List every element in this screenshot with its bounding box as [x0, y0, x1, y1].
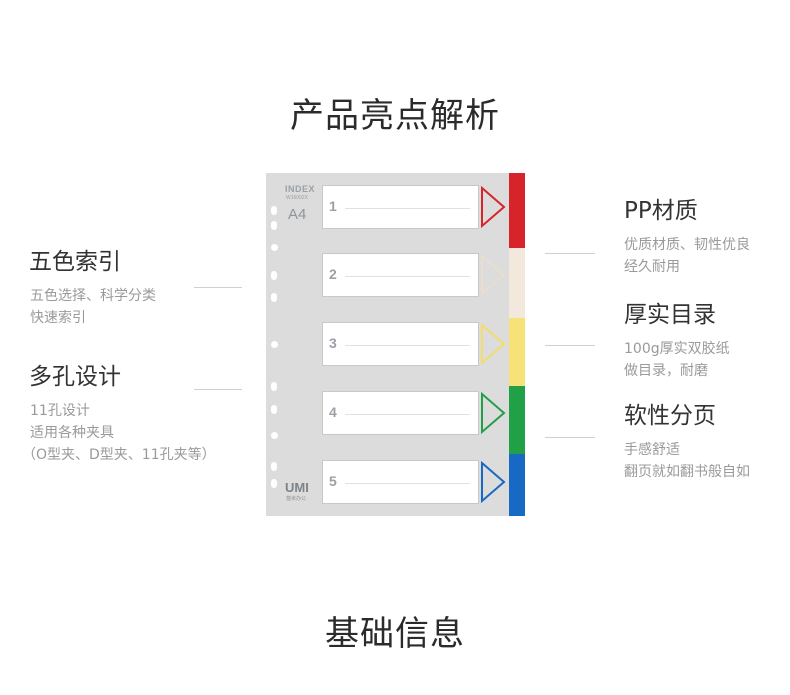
tab-arrow-yellow-shape — [481, 322, 506, 366]
index-card-2: 2 — [322, 253, 479, 297]
connector-line — [545, 345, 595, 346]
feature-title: PP材质 — [624, 198, 698, 224]
tab-arrow-cream-shape — [481, 253, 506, 297]
size-label: A4 — [288, 206, 307, 223]
connector-line — [194, 287, 242, 288]
product-image: INDEX W16002X A4 UMI 悠米办公 1 2 3 4 5 — [266, 173, 525, 516]
index-number: 2 — [329, 266, 337, 282]
feature-title: 多孔设计 — [29, 364, 121, 390]
binder-hole — [271, 271, 277, 280]
feature-title: 厚实目录 — [624, 302, 716, 328]
tab-arrow-blue-shape — [481, 460, 506, 504]
binder-hole — [271, 405, 277, 414]
brand-subtitle: 悠米办公 — [286, 496, 307, 502]
binder-hole — [271, 462, 277, 471]
connector-line — [545, 253, 595, 254]
feature-description: 优质材质、韧性优良 经久耐用 — [624, 234, 750, 278]
binder-hole — [271, 206, 277, 215]
tab-arrow-green-icon — [481, 391, 506, 435]
feature-desc-line: 100g厚实双胶纸 — [624, 341, 730, 357]
color-tab-blue — [509, 454, 525, 516]
index-card-1: 1 — [322, 185, 479, 229]
index-card-4: 4 — [322, 391, 479, 435]
color-tab-red — [509, 173, 525, 248]
feature-description: 手感舒适 翻页就如翻书般自如 — [624, 439, 750, 483]
index-number: 3 — [329, 335, 337, 351]
connector-line — [194, 389, 242, 390]
section-title-analysis: 产品亮点解析 — [290, 96, 500, 136]
binder-hole — [271, 244, 278, 251]
index-card-3: 3 — [322, 322, 479, 366]
index-number: 5 — [329, 473, 337, 489]
feature-description: 100g厚实双胶纸 做目录，耐磨 — [624, 338, 730, 382]
feature-desc-line: 手感舒适 — [624, 442, 680, 458]
index-label: INDEX — [285, 184, 316, 194]
tab-arrow-cream-icon — [481, 253, 506, 297]
product-code: W16002X — [286, 195, 308, 201]
binder-hole — [271, 293, 277, 302]
feature-desc-line: 翻页就如翻书般自如 — [624, 464, 750, 480]
tab-arrow-red-icon — [481, 185, 506, 229]
tab-arrow-green-shape — [481, 391, 506, 435]
feature-description: 五色选择、科学分类 快速索引 — [30, 285, 156, 329]
index-card-5: 5 — [322, 460, 479, 504]
section-title-basic-info: 基础信息 — [325, 614, 465, 654]
binder-hole — [271, 479, 277, 488]
color-tab-green — [509, 386, 525, 454]
feature-soft-divider: 软性分页 手感舒适 翻页就如翻书般自如 — [624, 401, 750, 483]
feature-desc-line: 快速索引 — [30, 310, 86, 326]
feature-desc-line: （O型夹、D型夹、11孔夹等） — [22, 447, 216, 463]
feature-desc-line: 优质材质、韧性优良 — [624, 237, 750, 253]
connector-line — [545, 437, 595, 438]
index-number: 4 — [329, 404, 337, 420]
color-tab-cream — [509, 248, 525, 318]
tab-arrow-yellow-icon — [481, 322, 506, 366]
feature-desc-line: 11孔设计 — [30, 403, 90, 419]
feature-desc-line: 适用各种夹具 — [30, 425, 114, 441]
feature-thick-catalog: 厚实目录 100g厚实双胶纸 做目录，耐磨 — [624, 300, 730, 382]
tab-arrow-red-shape — [481, 185, 506, 229]
color-tab-yellow — [509, 318, 525, 386]
binder-hole — [271, 341, 278, 348]
binder-hole — [271, 221, 277, 230]
feature-title: 五色索引 — [29, 249, 121, 275]
feature-desc-line: 做目录，耐磨 — [624, 363, 708, 379]
index-number: 1 — [329, 198, 337, 214]
feature-pp-material: PP材质 优质材质、韧性优良 经久耐用 — [624, 196, 750, 278]
feature-title: 软性分页 — [624, 403, 716, 429]
tab-arrow-blue-icon — [481, 460, 506, 504]
feature-five-color-index: 五色索引 五色选择、科学分类 快速索引 — [29, 247, 156, 329]
feature-description: 11孔设计 适用各种夹具 （O型夹、D型夹、11孔夹等） — [22, 400, 216, 466]
binder-hole — [271, 432, 278, 439]
brand-logo: UMI — [285, 480, 309, 495]
binder-hole — [271, 382, 277, 391]
feature-desc-line: 五色选择、科学分类 — [30, 288, 156, 304]
feature-multi-hole: 多孔设计 11孔设计 适用各种夹具 （O型夹、D型夹、11孔夹等） — [22, 362, 216, 466]
feature-desc-line: 经久耐用 — [624, 259, 680, 275]
